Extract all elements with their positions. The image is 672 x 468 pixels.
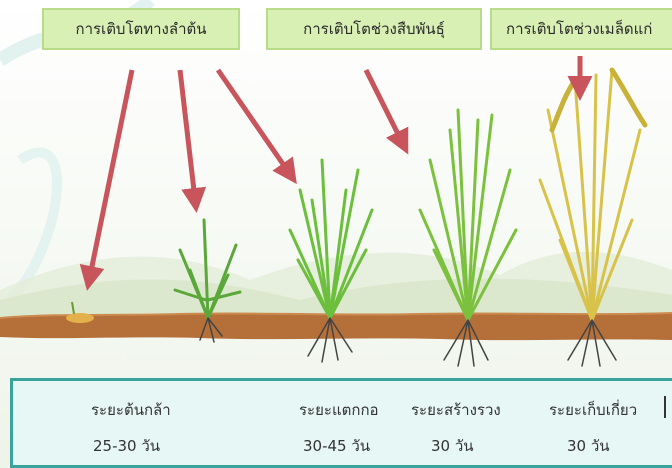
phase-label-ripening: การเติบโตช่วงเมล็ดแก่ [490, 8, 672, 50]
phase-label-reproductive: การเติบโตช่วงสืบพันธุ์ [266, 8, 482, 50]
stage-name-seedling: ระยะต้นกล้า [91, 398, 171, 422]
stage-days-seedling: 25-30 วัน [93, 434, 160, 458]
panel-divider [664, 396, 666, 418]
stage-name-tillering: ระยะแตกกอ [299, 398, 379, 422]
stage-days-harvest: 30 วัน [567, 434, 610, 458]
stage-name-panicle: ระยะสร้างรวง [411, 398, 501, 422]
stage-days-panicle: 30 วัน [431, 434, 474, 458]
stage-info-panel: ระยะต้นกล้า ระยะแตกกอ ระยะสร้างรวง ระยะเ… [10, 378, 672, 468]
stage-days-tillering: 30-45 วัน [303, 434, 370, 458]
stage-name-harvest: ระยะเก็บเกี่ยว [549, 398, 637, 422]
phase-label-vegetative: การเติบโตทางลำต้น [42, 8, 240, 50]
